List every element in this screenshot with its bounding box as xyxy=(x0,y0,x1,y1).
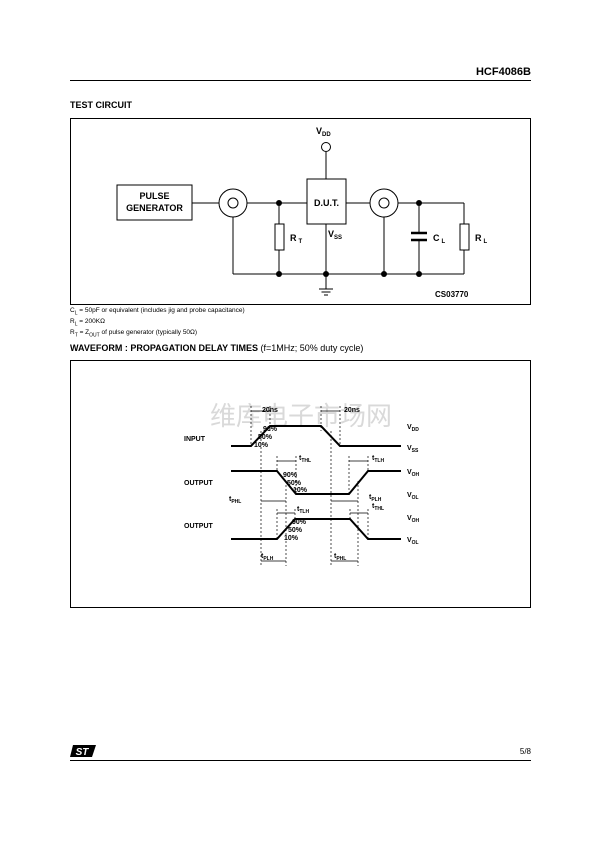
input-50pct: 50% xyxy=(258,434,273,441)
output2-50pct: 50% xyxy=(288,527,303,534)
svg-text:ST: ST xyxy=(76,747,90,758)
output2-10pct: 10% xyxy=(284,535,299,542)
wf-vol1: VOL xyxy=(407,492,419,501)
output1-10pct: 10% xyxy=(293,487,308,494)
wf-vss: VSS xyxy=(407,445,419,454)
t-tlh-1: tTLH xyxy=(372,455,384,464)
t-phl-1: tPHL xyxy=(229,496,241,505)
t-phl-2: tPHL xyxy=(334,553,346,562)
output1-90pct: 90% xyxy=(283,472,298,479)
input-label: INPUT xyxy=(184,436,206,443)
output1-waveform xyxy=(231,470,401,495)
t-thl-1: tTHL xyxy=(299,455,311,464)
note-rt: RT = ZOUT of pulse generator (typically … xyxy=(70,328,198,338)
cir-vdd-label: VDD xyxy=(316,126,331,138)
test-circuit-title: TEST CIRCUIT xyxy=(70,100,132,110)
label-20ns-right: 20ns xyxy=(344,407,360,414)
drawing-code: CS03770 xyxy=(435,290,469,299)
header-part-number: HCF4086B xyxy=(475,66,531,78)
output1-50pct: 50% xyxy=(287,480,302,487)
waveform-box: 维库电子市场网 xyxy=(70,360,531,608)
input-10pct: 10% xyxy=(254,442,269,449)
wf-voh1: VOH xyxy=(407,469,420,478)
output2-label: OUTPUT xyxy=(184,523,214,530)
waveform-title: WAVEFORM : PROPAGATION DELAY TIMES (f=1M… xyxy=(70,343,364,353)
output1-label: OUTPUT xyxy=(184,480,214,487)
t-plh-2: tPLH xyxy=(261,553,274,562)
pulse-generator-label-1: PULSE xyxy=(139,191,169,201)
wf-vol2: VOL xyxy=(407,537,419,546)
footer-rule xyxy=(70,760,531,761)
t-plh-1: tPLH xyxy=(369,494,382,503)
output2-waveform xyxy=(231,518,401,540)
st-logo: ST xyxy=(70,744,96,763)
page-number: 5/8 xyxy=(519,747,531,756)
cir-vss-label: VSS xyxy=(328,229,342,241)
wf-vdd: VDD xyxy=(407,424,419,433)
test-circuit-notes: CL = 50pF or equivalent (includes jig an… xyxy=(70,307,245,339)
input-90pct: 90% xyxy=(263,426,278,433)
note-rl: RL = 200KΩ xyxy=(70,317,105,328)
dut-label: D.U.T. xyxy=(314,198,339,208)
pulse-generator-label-2: GENERATOR xyxy=(126,203,183,213)
header-rule xyxy=(70,80,531,81)
note-cl: CL = 50pF or equivalent (includes jig an… xyxy=(70,307,245,317)
wf-voh2: VOH xyxy=(407,515,420,524)
input-waveform xyxy=(231,425,401,447)
waveform-diagram: 维库电子市场网 xyxy=(184,401,420,566)
output2-90pct: 90% xyxy=(292,519,307,526)
label-20ns-left: 20ns xyxy=(262,407,278,414)
t-thl-2: tTHL xyxy=(372,503,384,512)
t-tlh-2: tTLH xyxy=(297,506,309,515)
